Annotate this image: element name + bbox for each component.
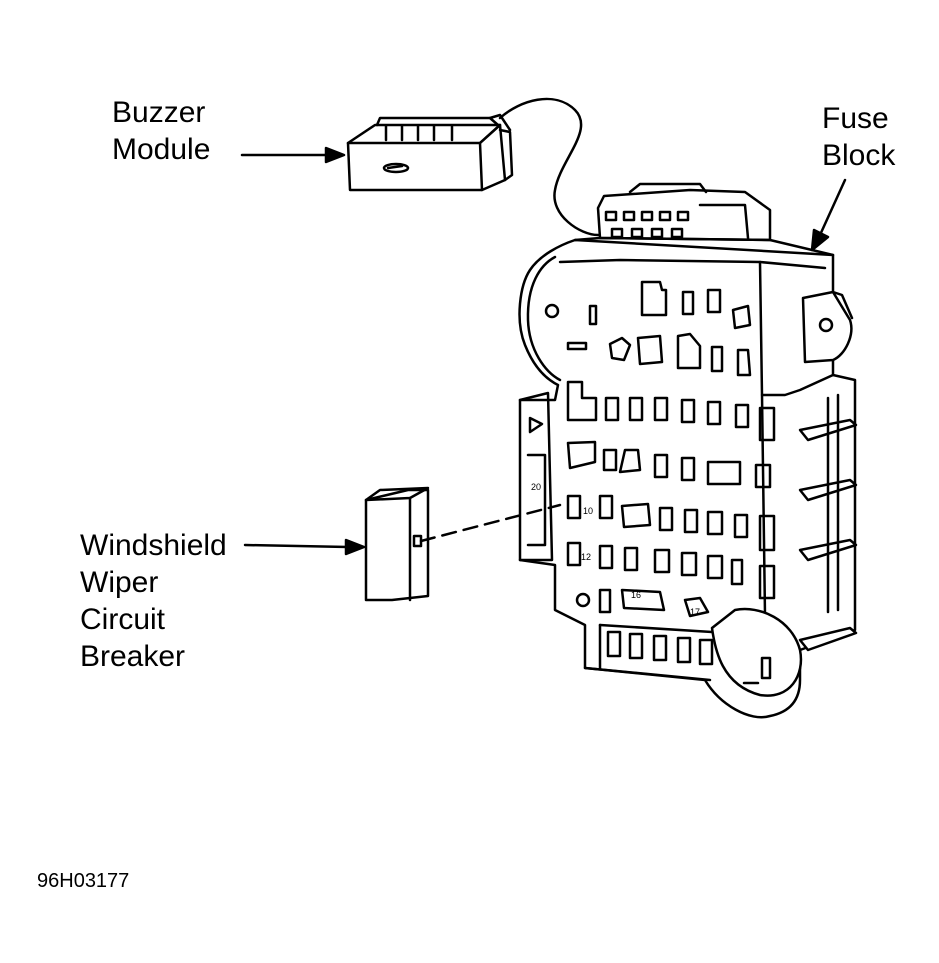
- buzzer-module-label-line: Buzzer: [112, 96, 206, 129]
- fuse-block-body: [518, 236, 858, 719]
- figure-code: 96H03177: [37, 870, 130, 892]
- wiper-breaker-label: Windshield Wiper Circuit Breaker: [80, 527, 227, 675]
- breaker-arrow: [243, 538, 366, 556]
- block-number-12: 12: [581, 552, 591, 562]
- top-connector: [596, 182, 772, 242]
- block-number-16: 16: [631, 590, 641, 600]
- fuse-block-arrow: [810, 178, 847, 252]
- fuse-block-label: Fuse Block: [822, 100, 895, 174]
- circuit-breaker: [364, 486, 430, 602]
- buzzer-arrow: [240, 146, 346, 164]
- buzzer-module-label-line: Module: [112, 133, 211, 166]
- block-number-20: 20: [531, 482, 541, 492]
- wiper-breaker-label-line: Windshield: [80, 529, 227, 562]
- fuse-slots: [566, 280, 776, 666]
- buzzer-wire: [498, 97, 600, 237]
- buzzer-module: [346, 113, 514, 192]
- fuse-block-label-line: Fuse: [822, 102, 889, 135]
- fuse-block-label-line: Block: [822, 139, 896, 172]
- wiper-breaker-label-line: Circuit: [80, 603, 166, 636]
- block-number-17: 17: [690, 607, 700, 617]
- wiper-breaker-label-line: Wiper: [80, 566, 159, 599]
- buzzer-module-label: Buzzer Module: [112, 94, 210, 168]
- block-number-10: 10: [583, 506, 593, 516]
- breaker-guide-line: [419, 503, 562, 543]
- wiper-breaker-label-line: Breaker: [80, 640, 186, 673]
